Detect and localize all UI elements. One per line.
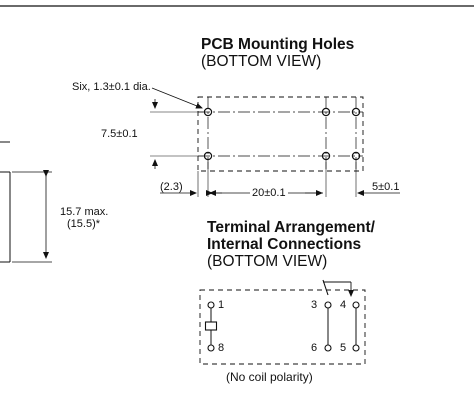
pin-label-6: 6 [311,342,318,354]
left-offset-dimension-label: (2.3) [160,181,183,193]
vertical-dimension-label: 7.5±0.1 [101,128,138,140]
terminal-subtitle: (BOTTOM VIEW) [207,253,328,270]
terminal-outline-dashed [199,289,366,365]
switch-arm [322,279,329,296]
pin-label-4: 4 [340,299,347,311]
pin-label-8: 8 [218,342,225,354]
coil-icon [204,321,218,331]
pcb-outline-dashed [197,96,364,172]
terminal-drawing [199,279,366,365]
hole-note-label: Six, 1.3±0.1 dia. [72,81,151,93]
pin-label-3: 3 [311,299,318,311]
hole-note-leader [151,87,203,109]
coil-polarity-note: (No coil polarity) [226,370,313,384]
pin-label-5: 5 [340,342,347,354]
mounting-hole-icons [203,107,361,161]
right-spacing-dimension-label: 5±0.1 [372,181,400,193]
side-view-drawing [0,141,52,263]
height-max-label: 15.7 max. [60,206,109,218]
terminal-title-line1: Terminal Arrangement/ [207,219,375,236]
pcb-holes-drawing [150,87,400,197]
middle-spacing-dimension-label: 20±0.1 [250,187,288,199]
height-nominal-label: (15.5)* [67,218,101,230]
pcb-title: PCB Mounting Holes [201,36,355,53]
pin-label-1: 1 [218,299,225,311]
pcb-subtitle: (BOTTOM VIEW) [201,53,322,70]
terminal-title-line2: Internal Connections [207,236,362,253]
